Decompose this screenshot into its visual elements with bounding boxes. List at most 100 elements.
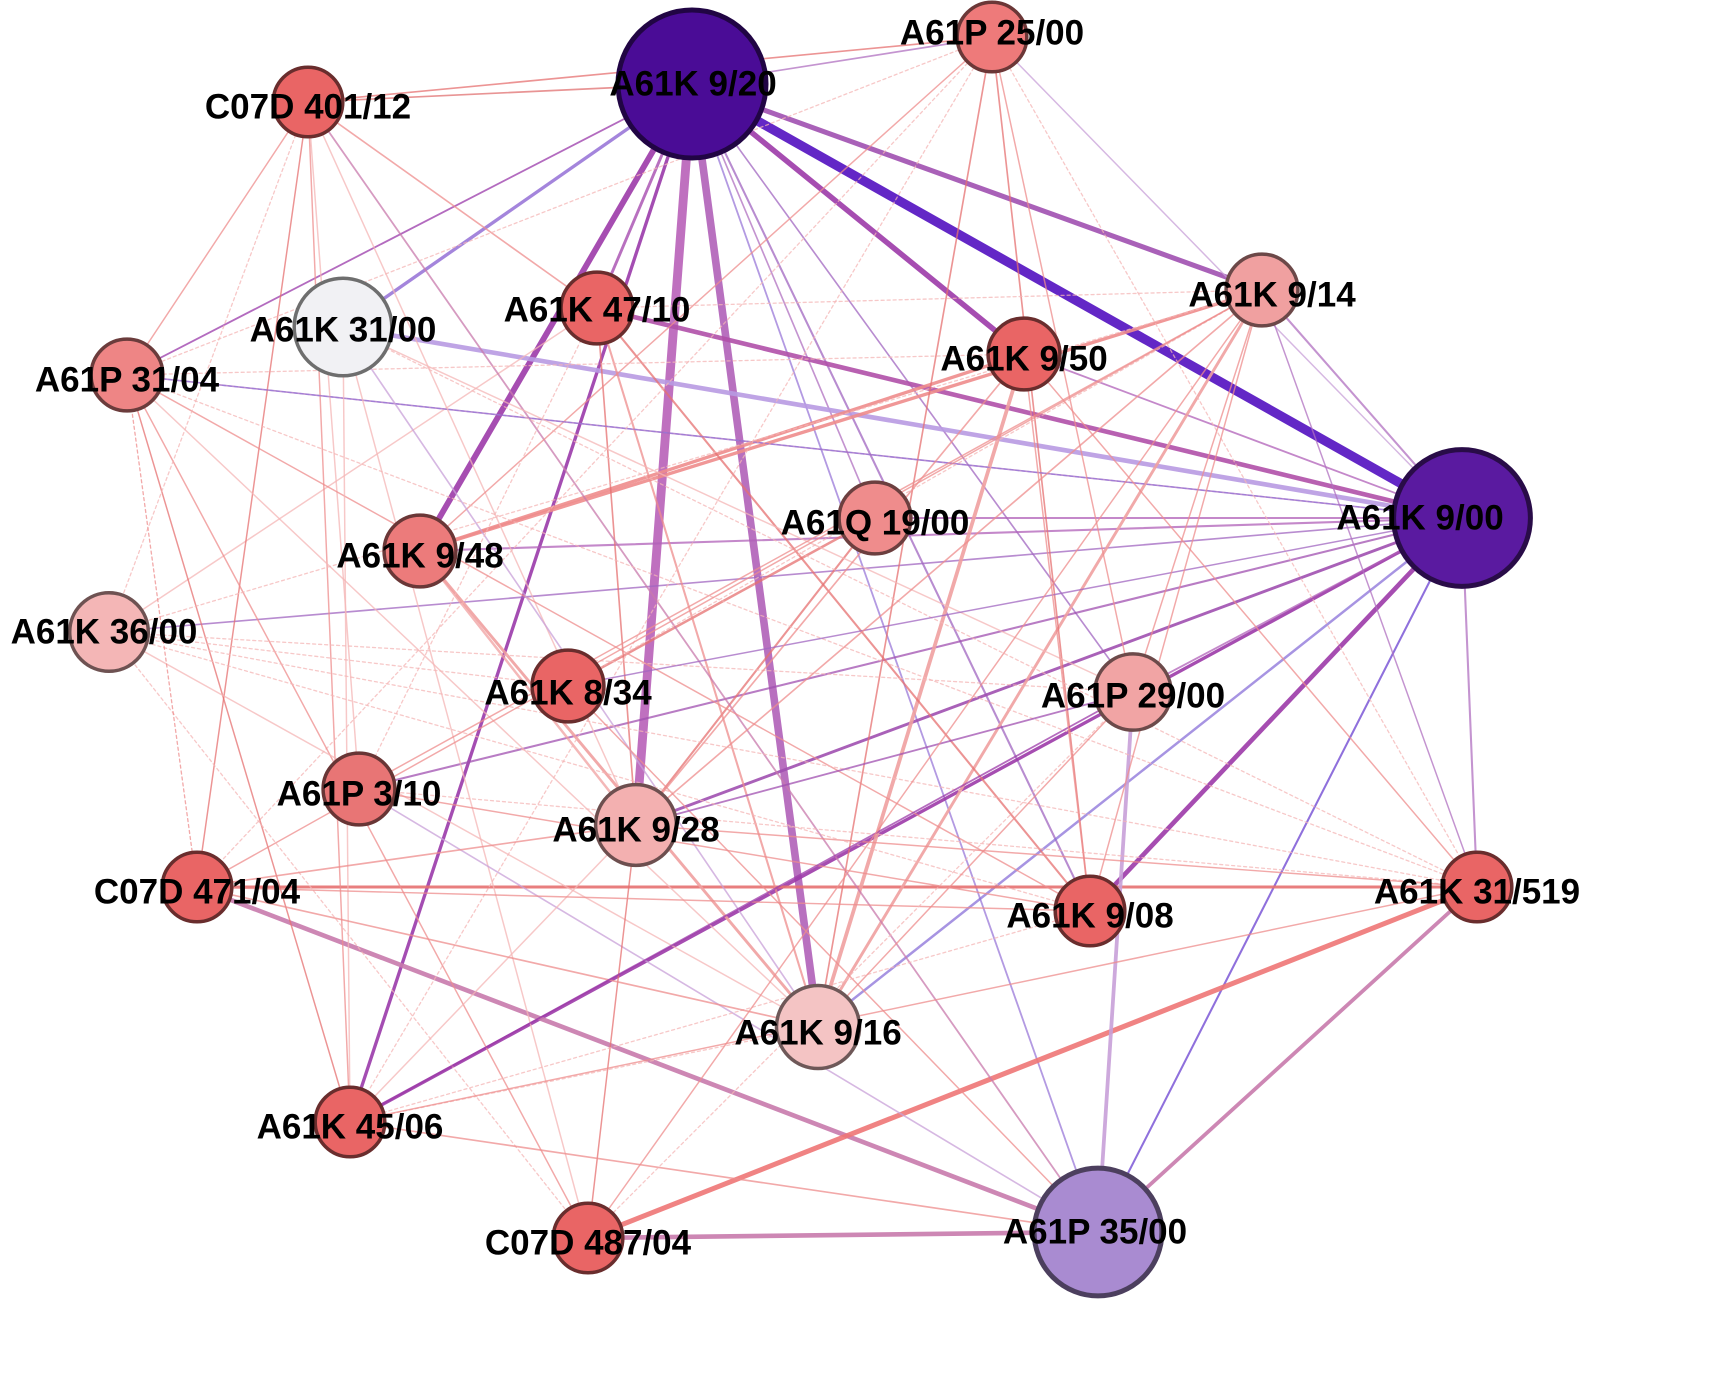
edge-a61k-9-16--a61p-29-00: [817, 691, 1134, 1028]
edge-a61k-36-00--a61k-9-16: [108, 631, 819, 1028]
node-a61p-3-10[interactable]: [321, 751, 397, 827]
edge-c07d-487-04--a61p-29-00: [587, 691, 1134, 1239]
node-a61q-19-00[interactable]: [837, 480, 913, 556]
edge-c07d-487-04--a61k-31-519: [585, 884, 1480, 1241]
edge-a61k-9-14--a61k-9-48: [418, 288, 1264, 553]
node-a61k-9-48[interactable]: [382, 513, 458, 589]
edge-a61k-9-50--a61p-31-04: [126, 353, 1025, 376]
edge-a61k-9-00--a61k-47-10: [594, 305, 1465, 521]
node-c07d-471-04[interactable]: [160, 850, 234, 924]
node-label-a61k-9-48: A61K 9/48: [336, 537, 503, 576]
node-label-a61p-35-00: A61P 35/00: [1003, 1213, 1187, 1252]
network-nodes: [67, 0, 1533, 1299]
node-a61k-9-08[interactable]: [1053, 874, 1127, 948]
node-a61k-9-50[interactable]: [986, 316, 1062, 392]
node-label-a61k-9-08: A61K 9/08: [1006, 897, 1173, 936]
edge-a61p-25-00--a61p-31-04: [126, 36, 993, 376]
edge-a61k-9-08--a61k-45-06: [349, 910, 1091, 1123]
node-label-a61p-31-04: A61P 31/04: [35, 361, 220, 400]
edge-a61k-9-20--a61q-19-00: [691, 83, 876, 519]
node-label-c07d-487-04: C07D 487/04: [485, 1224, 692, 1263]
edge-a61p-31-04--a61k-31-519: [126, 374, 1478, 888]
edge-a61k-8-34--a61k-9-00: [567, 517, 1463, 687]
edge-c07d-401-12--a61p-3-10: [307, 101, 360, 790]
edge-c07d-401-12--a61p-31-04: [126, 101, 309, 376]
edge-a61k-45-06--a61p-35-00: [349, 1121, 1099, 1233]
edge-a61k-47-10--a61k-9-08: [595, 306, 1092, 913]
edge-a61k-9-20--a61p-31-04: [126, 83, 693, 376]
node-a61k-36-00[interactable]: [67, 590, 151, 674]
edge-a61p-25-00--a61k-45-06: [349, 36, 993, 1123]
node-a61k-9-14[interactable]: [1224, 252, 1300, 328]
edge-a61k-8-34--a61k-9-14: [567, 289, 1263, 687]
edge-a61p-3-10--a61p-35-00: [358, 788, 1099, 1233]
edge-a61k-9-00--a61k-36-00: [108, 517, 1463, 633]
edge-a61k-9-00--a61k-9-48: [418, 516, 1464, 553]
node-label-a61k-9-20: A61K 9/20: [609, 65, 776, 104]
edge-a61k-9-28--a61k-9-14: [635, 289, 1263, 826]
node-label-a61k-36-00: A61K 36/00: [11, 613, 198, 652]
node-label-a61k-45-06: A61K 45/06: [257, 1108, 444, 1147]
edge-a61k-9-20--a61k-9-00: [687, 79, 1467, 523]
node-label-a61k-8-34: A61K 8/34: [484, 674, 652, 713]
edge-a61k-47-10--a61k-9-28: [596, 307, 637, 826]
edge-a61k-8-34--a61p-35-00: [567, 685, 1099, 1233]
edge-a61k-47-10--c07d-401-12: [307, 101, 598, 309]
edge-a61p-25-00--a61k-9-48: [419, 36, 993, 552]
edge-a61k-31-519--a61p-35-00: [1096, 885, 1479, 1234]
node-label-a61k-47-10: A61K 47/10: [504, 291, 691, 330]
edge-a61p-31-04--a61k-9-16: [126, 374, 819, 1028]
edge-a61k-9-20--a61p-29-00: [691, 83, 1134, 693]
edge-a61k-45-06--a61p-29-00: [349, 691, 1134, 1123]
edge-a61p-31-04--a61k-9-00: [126, 374, 1463, 519]
edge-a61k-9-08--a61k-9-14: [1089, 289, 1263, 912]
node-a61k-9-16[interactable]: [774, 983, 862, 1071]
edge-a61k-9-00--a61p-35-00: [1096, 516, 1464, 1234]
node-a61k-31-519[interactable]: [1440, 850, 1514, 924]
edge-a61p-25-00--a61k-31-519: [991, 36, 1478, 888]
edge-a61p-3-10--a61k-31-519: [358, 788, 1478, 888]
edge-a61k-9-14--a61p-29-00: [1132, 289, 1263, 693]
node-a61k-9-20[interactable]: [615, 7, 769, 161]
edge-a61k-9-28--a61k-45-06: [349, 824, 637, 1123]
node-label-a61p-3-10: A61P 3/10: [277, 775, 442, 814]
node-label-c07d-471-04: C07D 471/04: [94, 873, 301, 912]
edge-a61k-36-00--a61p-29-00: [108, 631, 1134, 693]
edge-a61k-9-20--a61k-9-14: [689, 81, 1265, 293]
node-a61p-31-04[interactable]: [89, 337, 165, 413]
node-label-a61k-9-50: A61K 9/50: [940, 340, 1107, 379]
edge-a61k-36-00--a61k-31-519: [108, 631, 1478, 888]
edge-a61k-9-00--a61p-3-10: [357, 516, 1464, 791]
edge-a61k-9-20--a61k-9-16: [688, 80, 822, 1031]
edge-a61k-9-16--c07d-471-04: [196, 886, 819, 1028]
edge-a61p-3-10--a61k-9-08: [358, 788, 1091, 912]
edge-a61k-9-50--a61k-31-519: [1023, 353, 1478, 888]
node-a61p-35-00[interactable]: [1031, 1165, 1165, 1299]
edge-c07d-401-12--a61k-45-06: [307, 101, 351, 1123]
edge-a61k-9-48--a61k-9-28: [418, 549, 638, 827]
edge-a61k-9-00--a61k-9-08: [1087, 515, 1465, 914]
edge-a61k-9-20--a61k-9-48: [417, 81, 695, 554]
edge-a61k-9-20--a61k-45-06: [348, 82, 694, 1124]
edge-a61k-9-28--c07d-487-04: [587, 824, 637, 1239]
edge-a61k-9-50--a61k-9-16: [816, 352, 1026, 1029]
edge-a61k-36-00--a61k-9-14: [108, 289, 1263, 633]
node-a61k-9-28[interactable]: [593, 782, 679, 868]
edge-a61k-9-28--c07d-471-04: [196, 824, 637, 888]
node-c07d-401-12[interactable]: [271, 65, 345, 139]
node-a61p-25-00[interactable]: [955, 0, 1029, 74]
node-c07d-487-04[interactable]: [551, 1201, 625, 1275]
node-a61k-31-00[interactable]: [292, 276, 394, 378]
edge-a61k-36-00--c07d-401-12: [108, 101, 309, 633]
node-a61k-47-10[interactable]: [559, 270, 635, 346]
node-a61k-8-34[interactable]: [530, 648, 606, 724]
edge-a61k-9-28--a61p-29-00: [635, 691, 1134, 826]
node-a61k-45-06[interactable]: [313, 1085, 387, 1159]
edge-a61q-19-00--a61k-8-34: [566, 516, 877, 688]
edge-a61k-9-00--a61k-31-00: [340, 324, 1465, 521]
edge-a61k-9-50--a61k-9-28: [635, 353, 1025, 826]
node-a61p-29-00[interactable]: [1093, 652, 1173, 732]
node-a61k-9-00[interactable]: [1391, 447, 1533, 589]
edge-a61k-9-28--a61k-31-519: [635, 824, 1478, 888]
